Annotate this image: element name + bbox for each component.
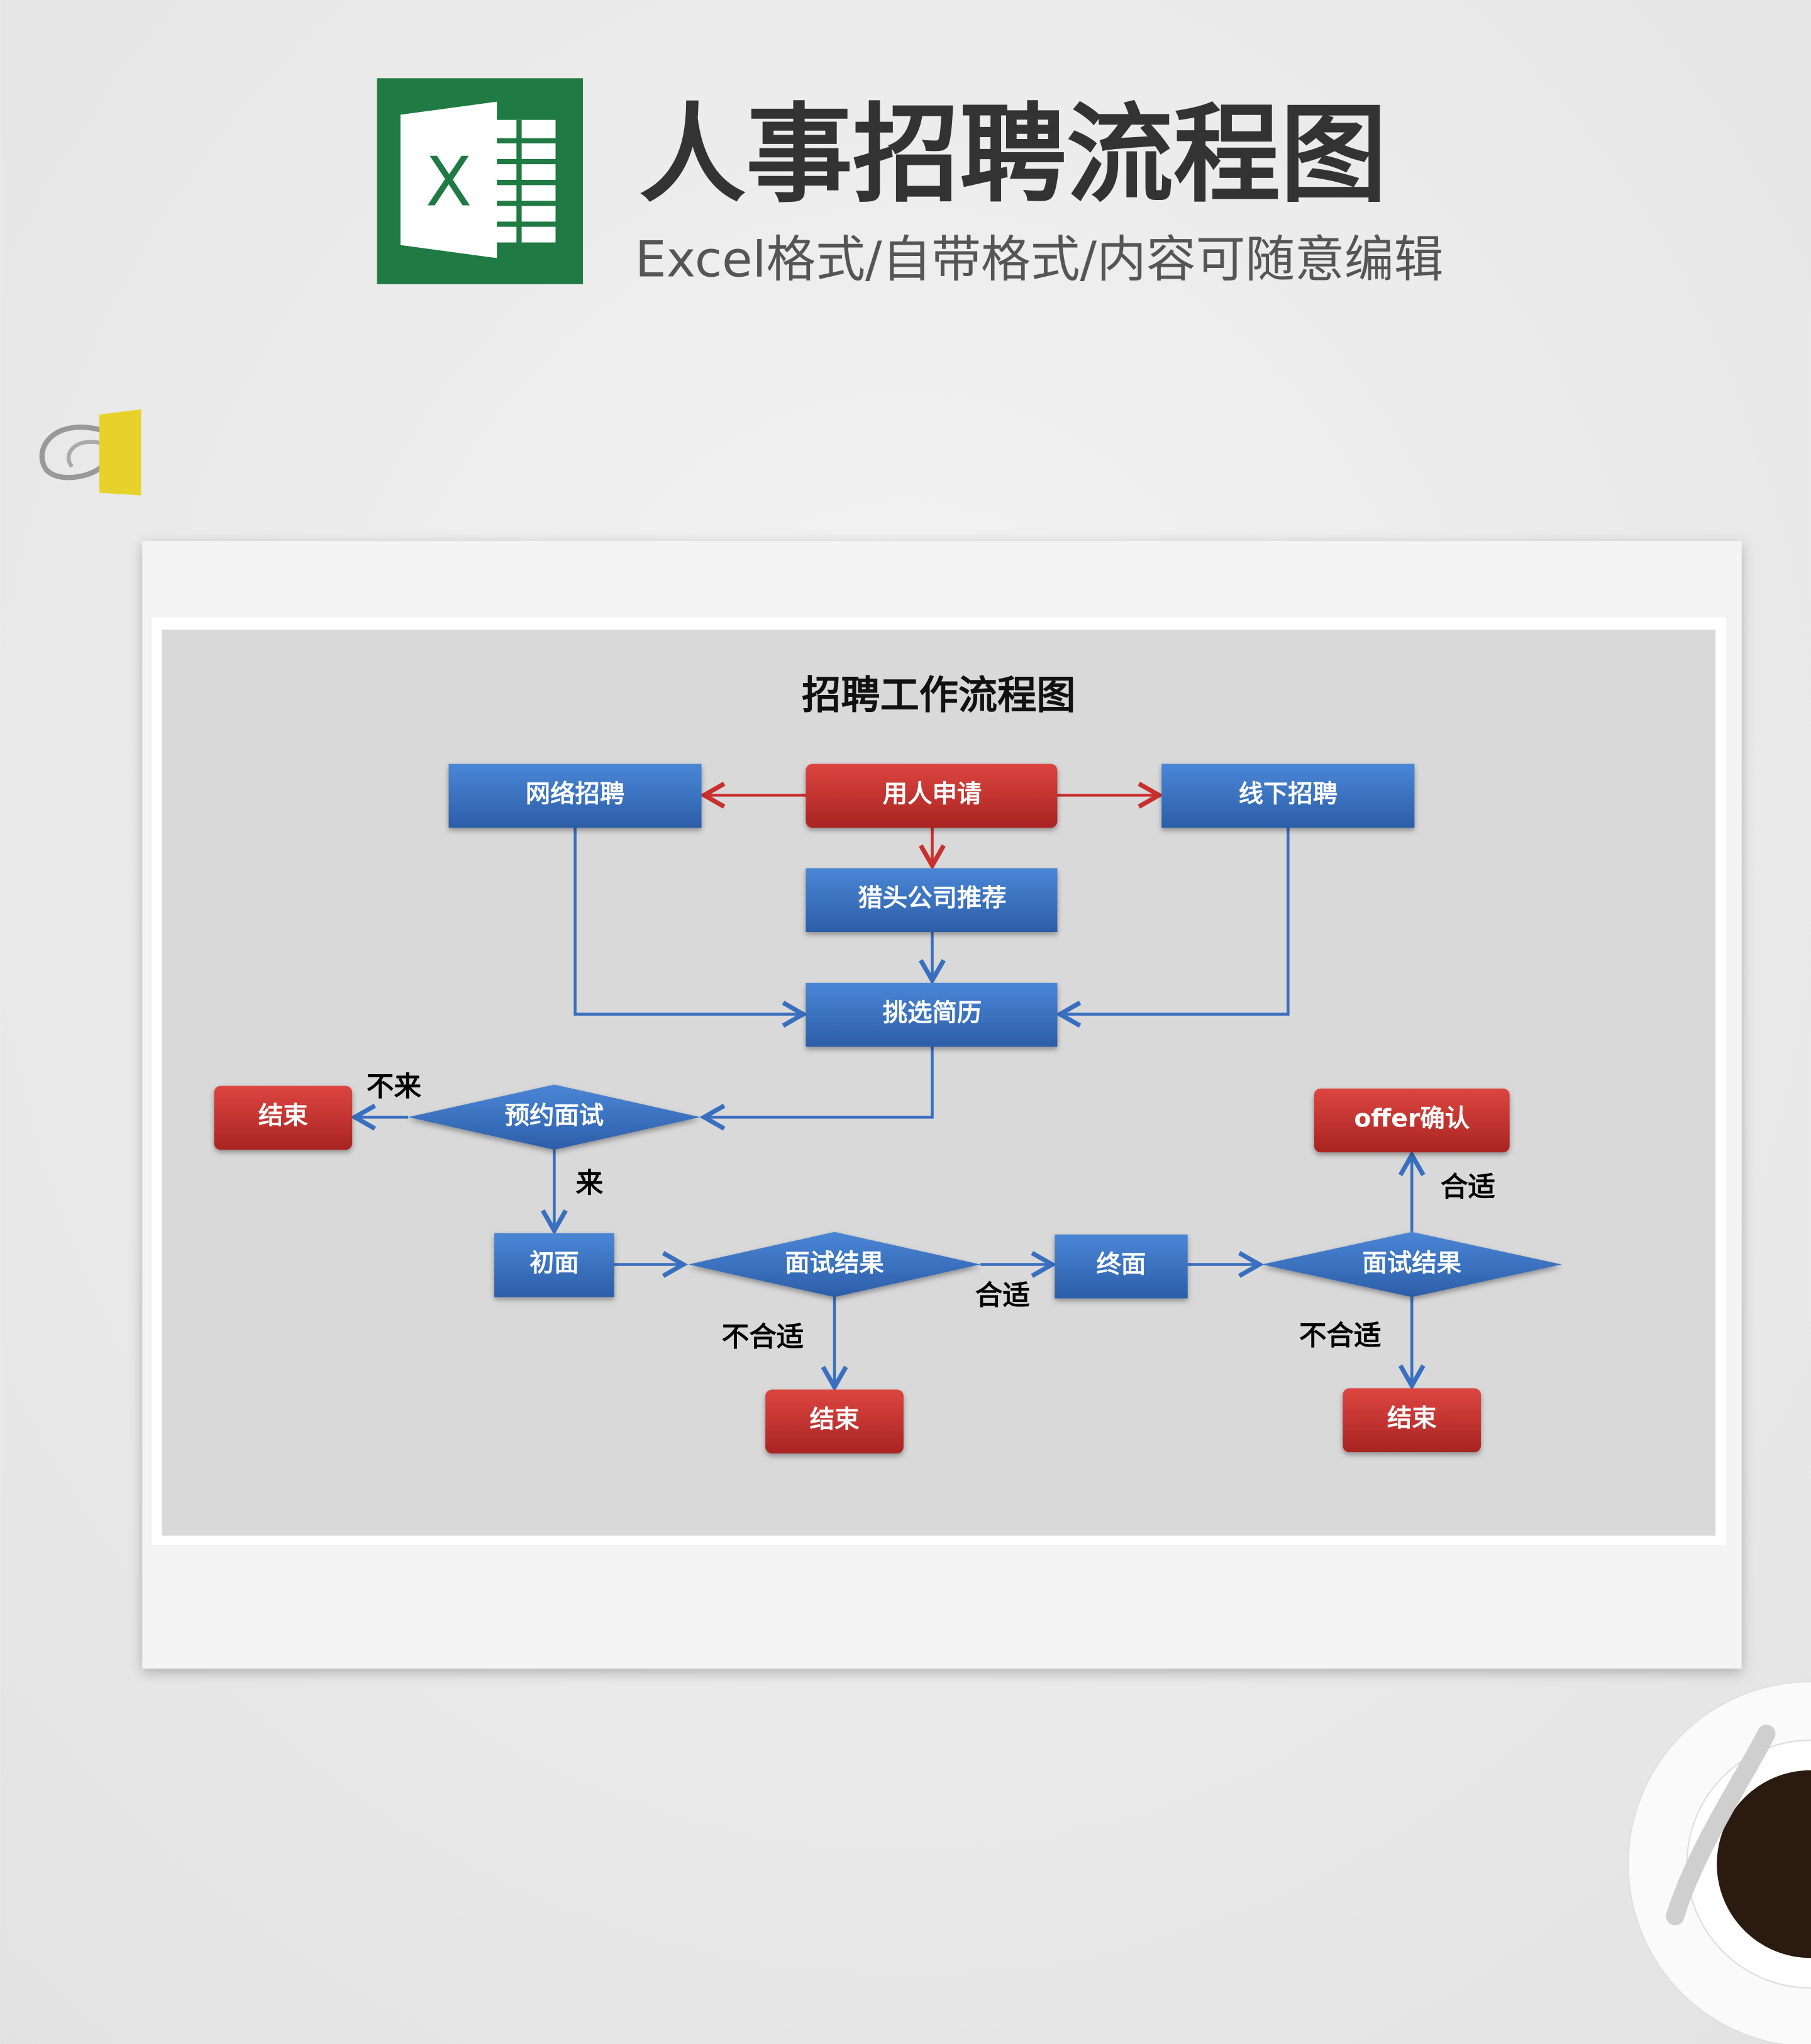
arrow-screen-schedule bbox=[699, 1047, 934, 1131]
arrow-online-screen bbox=[573, 828, 808, 1028]
node-label: 结束 bbox=[258, 1101, 308, 1130]
node-label: 结束 bbox=[810, 1405, 860, 1434]
node-end-2[interactable] bbox=[1343, 1388, 1481, 1452]
page-title: 人事招聘流程图 bbox=[639, 93, 1387, 218]
node-label: offer确认 bbox=[1354, 1104, 1470, 1133]
node-interview-result-2[interactable] bbox=[1261, 1231, 1562, 1297]
node-screen-resumes[interactable] bbox=[806, 982, 1058, 1047]
connectors bbox=[350, 781, 1426, 1392]
node-hiring-request[interactable] bbox=[806, 764, 1058, 828]
edge-label: 合适 bbox=[1441, 1172, 1495, 1203]
flowchart-title: 招聘工作流程图 bbox=[802, 672, 1075, 718]
node-headhunter[interactable] bbox=[806, 868, 1058, 932]
coffee-cup-decoration bbox=[1627, 1680, 1811, 2044]
excel-logo: X bbox=[377, 78, 584, 284]
node-label: 线下招聘 bbox=[1239, 779, 1338, 808]
node-online-recruiting[interactable] bbox=[448, 764, 702, 828]
node-label: 网络招聘 bbox=[526, 779, 625, 808]
node-first-interview[interactable] bbox=[494, 1233, 614, 1297]
node-label: 终面 bbox=[1097, 1250, 1146, 1279]
edge-label: 不合适 bbox=[1299, 1321, 1382, 1352]
node-label: 用人申请 bbox=[883, 779, 982, 808]
node-label: 结束 bbox=[1387, 1404, 1437, 1433]
node-end-1[interactable] bbox=[765, 1389, 904, 1454]
edge-label: 合适 bbox=[975, 1280, 1030, 1311]
edge-label: 不合适 bbox=[722, 1322, 804, 1353]
node-offline-recruiting[interactable] bbox=[1161, 764, 1415, 828]
node-label: 初面 bbox=[529, 1248, 579, 1277]
node-label: 预约面试 bbox=[505, 1101, 604, 1130]
edge-label: 来 bbox=[576, 1168, 604, 1199]
node-label: 猎头公司推荐 bbox=[858, 884, 1006, 913]
node-label: 面试结果 bbox=[785, 1248, 884, 1277]
node-label: 面试结果 bbox=[1362, 1248, 1461, 1277]
node-offer-confirm[interactable] bbox=[1314, 1088, 1510, 1153]
edge-label: 不来 bbox=[367, 1072, 422, 1103]
node-end-noshow[interactable] bbox=[214, 1086, 353, 1150]
logo-letter: X bbox=[426, 143, 472, 222]
page-subtitle: Excel格式/自带格式/内容可随意编辑 bbox=[635, 230, 1443, 288]
binder-clip-decoration bbox=[39, 409, 141, 496]
node-label: 挑选简历 bbox=[883, 998, 982, 1027]
node-final-interview[interactable] bbox=[1055, 1234, 1188, 1299]
arrow-offline-screen bbox=[1055, 828, 1290, 1028]
